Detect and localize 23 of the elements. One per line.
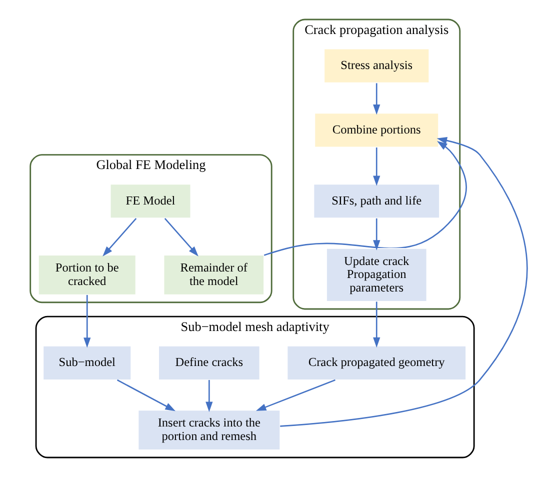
arrow (373, 148, 380, 186)
arrow (280, 137, 528, 427)
node-box: Combine portions (314, 112, 440, 148)
node-box: SIFs, path and life (313, 184, 440, 219)
node-box: Crack propagated geometry (286, 345, 466, 380)
node-box: FE Model (110, 184, 192, 219)
arrow (84, 294, 91, 348)
arrow (256, 379, 336, 411)
node-box: Remainder of the model (163, 254, 264, 296)
node-box: Stress analysis (324, 48, 430, 84)
arrow (116, 379, 176, 412)
arrow (102, 218, 137, 256)
arrow (164, 218, 198, 256)
arrow (264, 141, 467, 256)
arrow (373, 302, 380, 348)
arrow (206, 380, 213, 412)
arrow (373, 83, 380, 115)
node-box: Insert cracks into the portion and remesh (138, 410, 281, 450)
node-box: Portion to be cracked (38, 254, 136, 296)
arrow (373, 218, 380, 250)
node-box: Define cracks (158, 345, 260, 380)
node-box: Update crack Propagation parameters (326, 248, 428, 302)
node-box: Sub−model (42, 345, 132, 380)
